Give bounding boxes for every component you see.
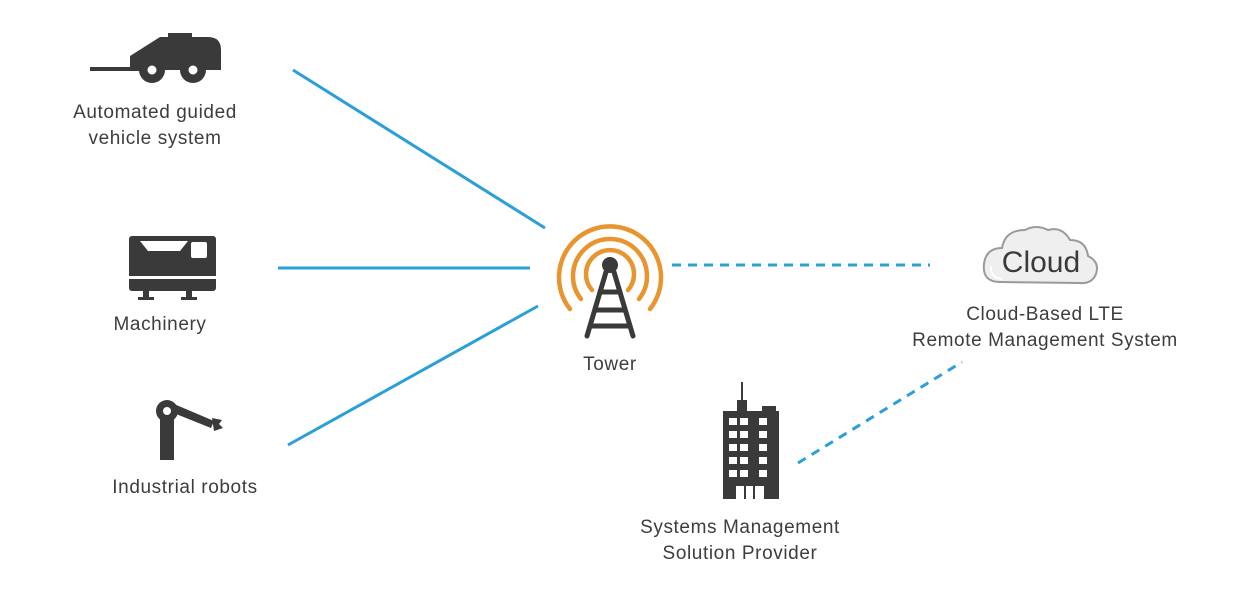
cloud-icon: Cloud xyxy=(982,226,1098,285)
connections xyxy=(278,68,963,465)
agv-label: Automated guided vehicle system xyxy=(40,100,270,152)
provider-label-line2: Solution Provider xyxy=(662,543,818,564)
cloud-icon-text: Cloud xyxy=(1002,246,1080,279)
machinery-label-text: Machinery xyxy=(113,314,207,335)
robots-label: Industrial robots xyxy=(60,475,310,501)
cloud-label-line1: Cloud-Based LTE xyxy=(966,304,1124,325)
cell-tower-icon xyxy=(556,224,664,339)
machinery-icon xyxy=(129,236,216,300)
robot-arm-icon xyxy=(156,400,223,460)
agv-label-line1: Automated guided xyxy=(73,102,237,123)
tower-label-text: Tower xyxy=(583,354,637,375)
tower-label: Tower xyxy=(555,352,665,378)
link-robots-tower xyxy=(287,304,539,447)
cloud-system-label: Cloud-Based LTE Remote Management System xyxy=(860,302,1230,354)
link-provider-cloud xyxy=(797,360,963,465)
cloud-label-line2: Remote Management System xyxy=(912,330,1178,351)
office-building-icon xyxy=(723,382,779,499)
provider-label-line1: Systems Management xyxy=(640,517,840,538)
agv-vehicle-icon xyxy=(90,33,221,83)
robots-label-text: Industrial robots xyxy=(112,477,258,498)
link-agv-tower xyxy=(292,68,546,230)
agv-label-line2: vehicle system xyxy=(88,128,222,149)
machinery-label: Machinery xyxy=(80,312,240,338)
provider-label: Systems Management Solution Provider xyxy=(590,515,890,567)
